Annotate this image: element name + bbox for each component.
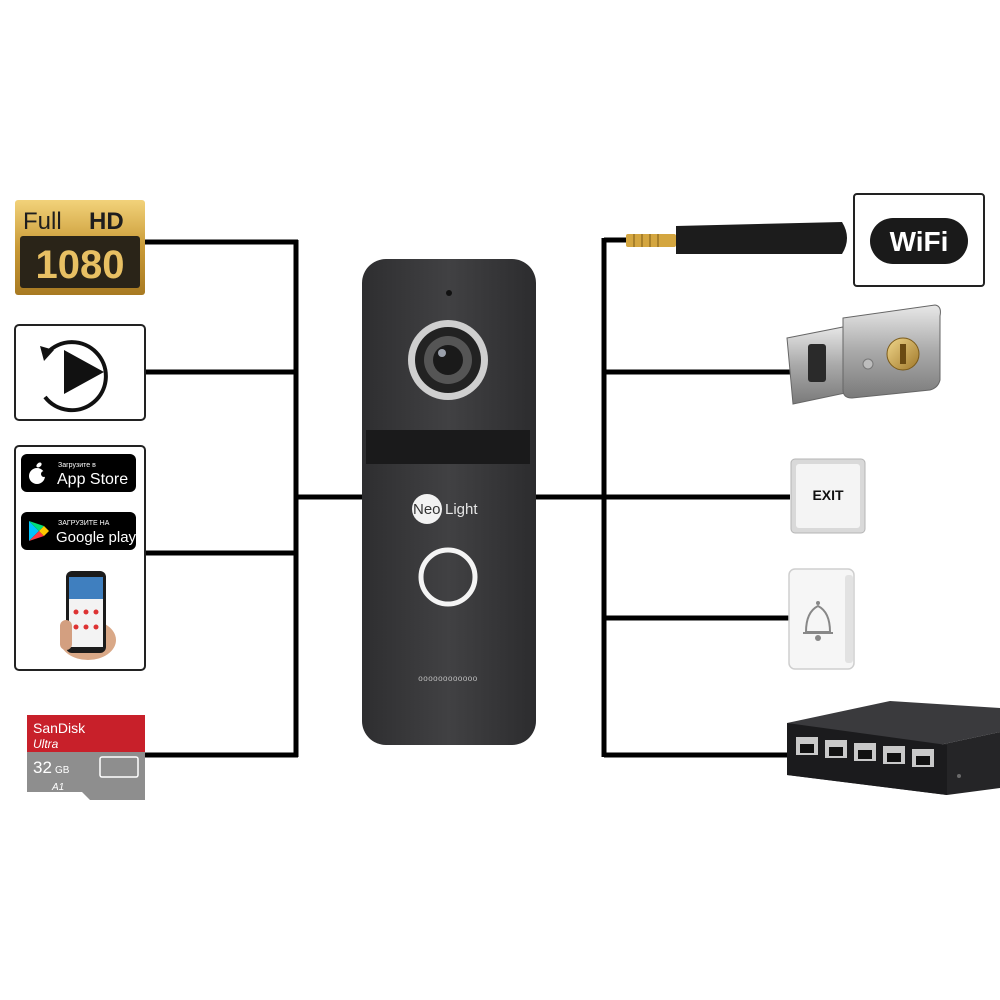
speaker-grille: oooooooooooo	[418, 674, 477, 683]
smartphone-icon	[60, 571, 116, 660]
exit-text: EXIT	[812, 487, 844, 503]
antenna-icon	[626, 222, 847, 254]
network-switch-icon	[787, 701, 1000, 795]
bell-icon	[803, 601, 833, 641]
electric-lock-icon	[786, 304, 941, 405]
camera-lens-icon	[433, 345, 463, 375]
app-store-small-text: Загрузите в	[58, 462, 96, 469]
microsd-logo-icon	[99, 756, 139, 778]
exit-button-device: EXIT	[790, 458, 866, 534]
brand-suffix: Light	[445, 501, 478, 518]
sd-class-text: A1	[51, 782, 64, 793]
neolight-call-panel: Neo Light oooooooooooo	[362, 259, 536, 745]
sd-model-text: Ultra	[33, 737, 59, 751]
panel-body	[362, 259, 536, 745]
full-hd-text-b: HD	[89, 208, 124, 235]
full-hd-badge: Full HD 1080	[15, 200, 145, 295]
microphone-icon	[446, 290, 452, 296]
wifi-logo-icon	[870, 218, 968, 264]
right-connector-lines	[535, 237, 790, 758]
sd-capacity-text: 32	[33, 758, 52, 777]
resolution-text: 1080	[36, 243, 125, 287]
sd-card: SanDisk Ultra 32 GB A1	[27, 715, 145, 800]
mobile-apps-box: Загрузите в App Store ЗАГРУЗИТЕ НА Googl…	[14, 445, 146, 671]
full-hd-text-a: Full	[23, 208, 62, 235]
app-store-badge: Загрузите в App Store	[21, 454, 136, 492]
play-triangle-icon	[29, 521, 49, 541]
apple-icon	[29, 462, 47, 484]
wifi-box: WiFi	[853, 193, 985, 287]
app-store-big-text: App Store	[57, 471, 128, 488]
sd-brand-text: SanDisk	[33, 720, 86, 736]
google-play-big-text: Google play	[56, 529, 137, 546]
brand-logo-circle	[412, 494, 442, 524]
brand-prefix: Neo	[413, 501, 441, 518]
playback-box	[14, 324, 146, 421]
google-play-badge: ЗАГРУЗИТЕ НА Google play	[21, 512, 137, 550]
left-connector-lines	[145, 239, 365, 758]
ir-window	[366, 430, 530, 464]
sd-unit-text: GB	[55, 765, 70, 776]
replay-play-icon	[40, 340, 108, 413]
wifi-text: WiFi	[890, 226, 949, 257]
call-button-ring	[418, 547, 478, 607]
google-play-small-text: ЗАГРУЗИТЕ НА	[58, 520, 110, 527]
wireless-doorbell-device	[788, 568, 855, 670]
